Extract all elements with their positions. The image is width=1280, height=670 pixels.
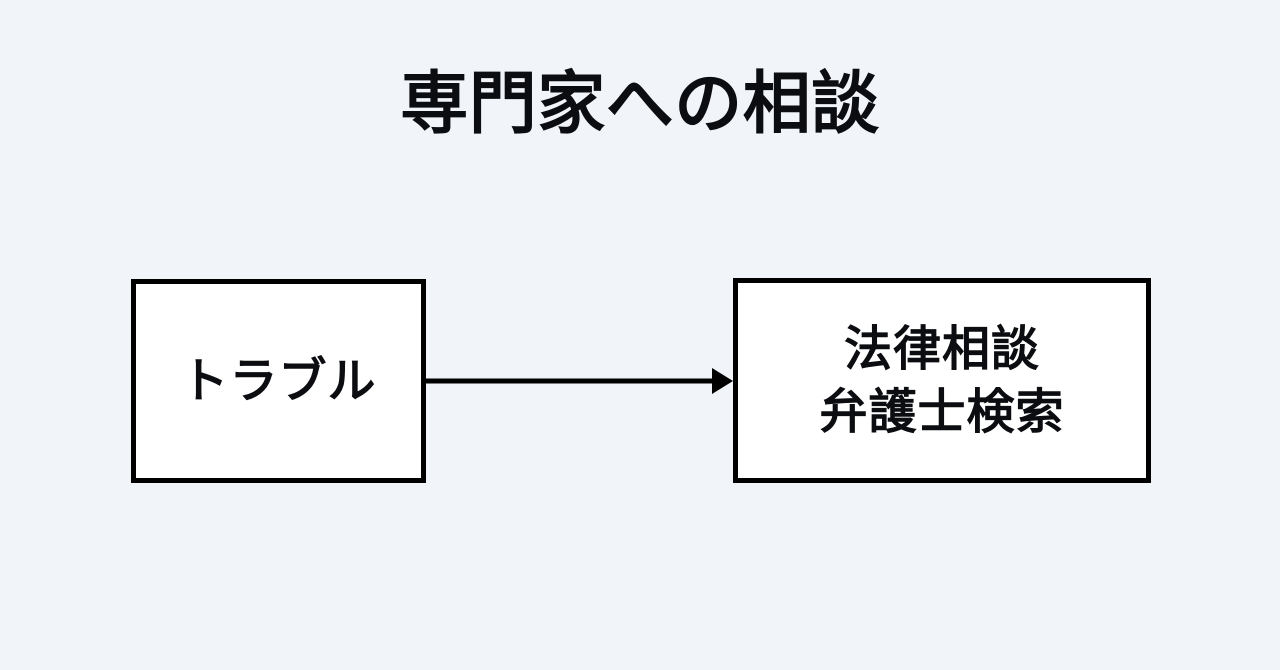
arrow-right-icon [426, 368, 733, 394]
diagram-edge-trouble-to-legal [420, 360, 740, 402]
page-title: 専門家への相談 [400, 66, 880, 142]
diagram-node-legal[interactable]: 法律相談 弁護士検索 [733, 278, 1151, 483]
diagram-node-legal-label: 法律相談 弁護士検索 [819, 322, 1065, 439]
diagram-node-trouble-label: トラブル [180, 354, 377, 408]
diagram-node-trouble[interactable]: トラブル [131, 279, 426, 483]
